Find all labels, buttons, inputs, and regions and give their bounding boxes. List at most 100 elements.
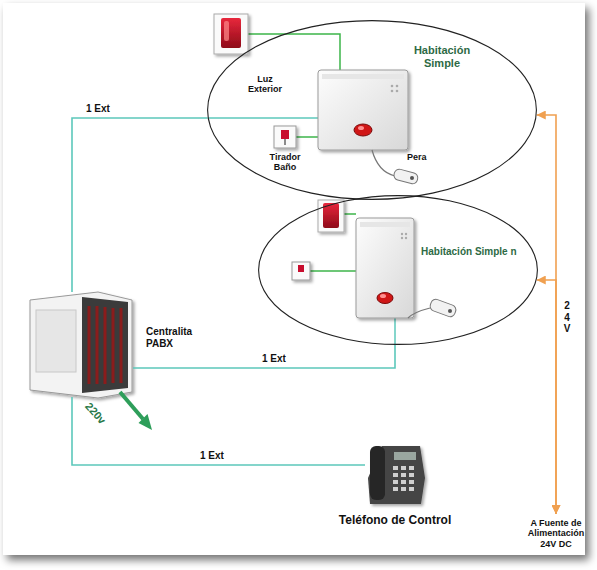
page-frame	[3, 3, 585, 555]
green-wire	[296, 136, 318, 138]
room-unit	[360, 222, 410, 227]
green-wire	[310, 270, 356, 272]
bath-pull-icon	[274, 126, 296, 148]
control-phone-icon	[393, 480, 398, 484]
control-phone-icon	[409, 487, 414, 491]
bath-pull-icon	[292, 262, 310, 280]
mains-arrow	[120, 392, 152, 430]
room-outline	[207, 20, 537, 200]
node-label: A Fuente de Alimentación 24V DC	[524, 518, 588, 549]
edge-label: 2 4 V	[562, 300, 572, 335]
call-pendant-icon	[408, 308, 430, 318]
outside-light-icon	[214, 14, 248, 54]
control-phone-icon	[368, 446, 425, 504]
node-label: Tirador Baño	[262, 152, 308, 173]
control-phone-icon	[393, 487, 398, 491]
node-label: Pera	[407, 152, 435, 162]
teal-wire	[394, 318, 396, 345]
node-label: Centralita PABX	[146, 326, 208, 349]
power-line	[537, 280, 556, 514]
pabx-device	[82, 297, 128, 393]
pabx-device	[88, 306, 91, 384]
pabx-device	[36, 310, 76, 372]
control-phone-icon	[393, 466, 414, 491]
node-label: Luz Exterior	[243, 74, 287, 95]
bath-pull-icon	[281, 130, 289, 139]
control-phone-icon	[393, 473, 398, 477]
node-label: Habitación Simple	[410, 44, 474, 69]
room-unit	[354, 124, 372, 136]
green-wire	[248, 34, 340, 70]
bath-pull-icon	[284, 139, 286, 145]
call-pendant-icon	[393, 168, 419, 185]
bath-pull-icon	[298, 265, 304, 272]
room-unit	[322, 74, 404, 79]
control-phone-icon	[401, 473, 406, 477]
room-unit	[396, 85, 399, 88]
room-unit	[405, 233, 407, 235]
room-unit	[358, 126, 364, 130]
room-zone: Habitación Simple n	[258, 195, 538, 345]
outside-light-icon	[214, 14, 248, 54]
control-phone: Teléfono de Control	[365, 440, 425, 506]
room-unit	[396, 90, 399, 93]
green-wire	[344, 213, 356, 215]
room-unit	[380, 294, 386, 298]
pabx-switchboard: Centralita PABX	[28, 292, 133, 397]
pabx-device	[104, 307, 107, 384]
node-label: Teléfono de Control	[325, 514, 465, 528]
room-unit	[377, 293, 393, 304]
edge-label: 1 Ext	[262, 353, 286, 365]
control-phone-icon	[401, 487, 406, 491]
page-frame	[3, 3, 585, 555]
edge-label: 1 Ext	[200, 450, 224, 462]
teal-wire	[208, 117, 318, 119]
mains-arrow	[120, 392, 143, 419]
bath-pull-icon	[274, 126, 296, 148]
room-unit	[391, 90, 394, 93]
room-outline	[259, 196, 538, 345]
mains-arrow	[139, 414, 153, 430]
pabx-device	[30, 292, 132, 398]
edge-label-holder: 1 Ext	[86, 103, 110, 115]
room-unit	[405, 237, 407, 239]
control-phone-icon	[409, 473, 414, 477]
power-line	[537, 115, 556, 514]
room-zone: Luz ExteriorTirador Baño Pera Habitación S…	[207, 20, 537, 200]
edge-label-holder: 2 4 V	[562, 300, 572, 335]
call-pendant-icon	[410, 176, 414, 180]
control-phone-icon	[394, 452, 416, 460]
bath-pull-icon	[292, 262, 310, 280]
call-pendant-icon	[448, 309, 452, 313]
pabx-device	[112, 308, 115, 383]
extension-line	[72, 397, 365, 465]
room-unit	[356, 218, 414, 318]
extension-line	[72, 118, 208, 292]
room-unit	[318, 70, 408, 150]
label-holder: 220v	[92, 400, 116, 413]
control-phone-icon	[401, 480, 406, 484]
room-unit	[391, 85, 394, 88]
edge-label-holder: 1 Ext	[262, 353, 286, 365]
voltage-label: 220v	[83, 400, 109, 427]
call-pendant-icon	[429, 298, 458, 318]
call-pendant-icon	[408, 298, 457, 318]
node-label: Habitación Simple n	[421, 246, 531, 258]
pabx-device	[89, 306, 121, 384]
control-phone-icon	[409, 480, 414, 484]
edge-label: 1 Ext	[86, 103, 110, 115]
room-unit	[356, 218, 414, 318]
control-phone-icon	[409, 466, 414, 470]
outside-light: Luz Exterior	[210, 12, 292, 100]
room-unit	[318, 70, 408, 150]
edge-label-holder: 1 Ext	[200, 450, 224, 462]
call-pendant: Pera	[385, 150, 435, 192]
control-phone-icon	[368, 446, 425, 504]
pabx-device	[96, 306, 99, 384]
control-phone-icon	[401, 466, 406, 470]
control-phone-icon	[370, 446, 385, 500]
pabx-device	[30, 292, 132, 398]
room-unit	[401, 237, 403, 239]
